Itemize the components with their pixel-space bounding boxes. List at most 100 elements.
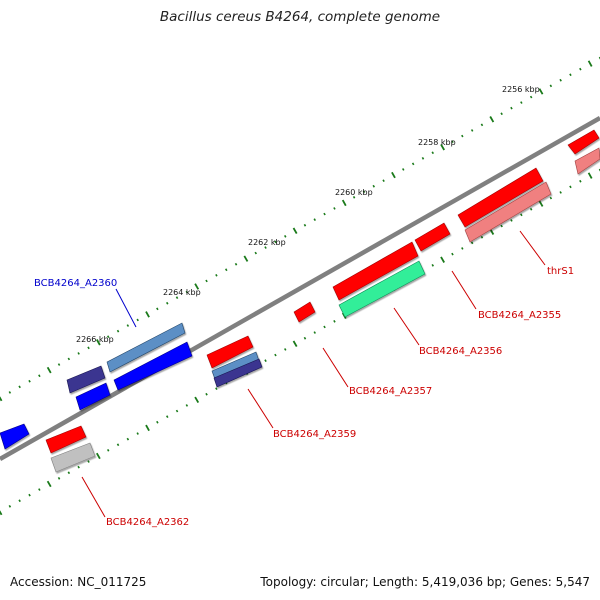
label-leaders [81, 230, 546, 518]
minor-tick [106, 449, 110, 452]
minor-tick [510, 106, 513, 110]
minor-tick [8, 391, 12, 394]
minor-tick [333, 319, 336, 323]
minor-tick [549, 84, 553, 88]
gene-feature[interactable] [113, 341, 193, 391]
minor-tick [470, 241, 474, 245]
minor-tick [166, 301, 169, 305]
gene-label-a2359[interactable]: BCB4264_A2359 [273, 429, 356, 440]
major-tick [194, 283, 200, 290]
minor-tick [480, 123, 484, 127]
minor-tick [431, 263, 434, 267]
gene-feature[interactable] [293, 301, 316, 323]
major-tick [0, 396, 3, 402]
gene-feature[interactable] [45, 425, 87, 454]
gene-feature[interactable] [66, 365, 106, 394]
gene-label-thrs1[interactable]: thrS1 [547, 266, 574, 277]
kbp-label-2262: 2262 kbp [248, 238, 286, 247]
gene-feature[interactable] [106, 322, 186, 373]
minor-tick [382, 179, 385, 182]
major-tick [145, 424, 150, 432]
outer-scale-ticks [0, 56, 600, 402]
major-tick [440, 256, 445, 263]
gene-label-a2362[interactable]: BCB4264_A2362 [106, 517, 189, 528]
gene-feature[interactable] [464, 181, 552, 243]
minor-tick [205, 279, 208, 283]
minor-tick [264, 246, 267, 249]
minor-tick [303, 336, 307, 340]
kbp-label-2256: 2256 kbp [502, 85, 540, 94]
minor-tick [451, 140, 454, 143]
minor-tick [38, 488, 41, 491]
major-tick [587, 172, 593, 179]
minor-tick [549, 196, 553, 200]
minor-tick [175, 409, 179, 413]
minor-tick [274, 240, 277, 244]
minor-tick [28, 493, 31, 497]
minor-tick [559, 78, 562, 82]
gene-feature[interactable] [0, 423, 30, 450]
minor-tick [520, 213, 523, 217]
map-title: Bacillus cereus B4264, complete genome [159, 9, 441, 25]
genome-summary-label: Topology: circular; Length: 5,419,036 bp… [260, 575, 590, 589]
minor-tick [284, 234, 287, 238]
minor-tick [569, 185, 572, 189]
major-tick [96, 452, 101, 460]
gene-label-a2356[interactable]: BCB4264_A2356 [419, 346, 502, 357]
gene-label-a2357[interactable]: BCB4264_A2357 [349, 386, 432, 397]
major-tick [243, 255, 249, 262]
major-tick [96, 339, 101, 346]
minor-tick [8, 504, 12, 508]
minor-tick [529, 95, 533, 99]
minor-tick [234, 262, 238, 266]
minor-tick [333, 207, 336, 210]
major-tick [538, 200, 544, 207]
minor-tick [77, 465, 80, 469]
minor-tick [352, 196, 356, 199]
minor-tick [57, 363, 61, 366]
gene-feature[interactable] [332, 241, 419, 301]
minor-tick [156, 307, 159, 311]
gene-label-a2355[interactable]: BCB4264_A2355 [478, 310, 561, 321]
minor-tick [126, 324, 130, 327]
accession-label: Accession: NC_011725 [10, 575, 147, 589]
minor-tick [67, 357, 71, 361]
minor-tick [87, 460, 90, 463]
minor-tick [461, 247, 464, 250]
minor-tick [323, 212, 326, 216]
minor-tick [254, 251, 257, 255]
gene-feature[interactable] [414, 222, 451, 252]
minor-tick [323, 325, 326, 329]
minor-tick [136, 318, 139, 322]
kbp-label-2260: 2260 kbp [335, 188, 373, 197]
gene-feature[interactable] [567, 129, 600, 155]
minor-tick [126, 437, 130, 441]
reverse-strand-genes [45, 147, 600, 473]
minor-tick [421, 156, 425, 160]
major-tick [587, 60, 593, 67]
gene-feature[interactable] [50, 442, 96, 473]
gene-feature[interactable] [213, 358, 263, 388]
minor-tick [500, 112, 503, 116]
minor-tick [569, 73, 572, 77]
minor-tick [470, 129, 474, 132]
gene-feature[interactable] [206, 335, 254, 369]
minor-tick [510, 219, 513, 222]
minor-tick [87, 346, 90, 350]
gene-label-a2360[interactable]: BCB4264_A2360 [34, 278, 117, 289]
major-tick [46, 480, 52, 488]
gene-feature[interactable] [574, 147, 600, 175]
minor-tick [264, 359, 267, 363]
minor-tick [106, 335, 110, 338]
gene-feature[interactable] [75, 382, 111, 411]
minor-tick [166, 415, 169, 419]
minor-tick [215, 387, 218, 391]
gene-feature[interactable] [457, 167, 544, 228]
minor-tick [431, 151, 434, 155]
major-tick [489, 116, 495, 123]
minor-tick [529, 207, 533, 211]
minor-tick [579, 67, 582, 71]
gene-feature[interactable] [338, 260, 426, 318]
minor-tick [215, 274, 218, 277]
